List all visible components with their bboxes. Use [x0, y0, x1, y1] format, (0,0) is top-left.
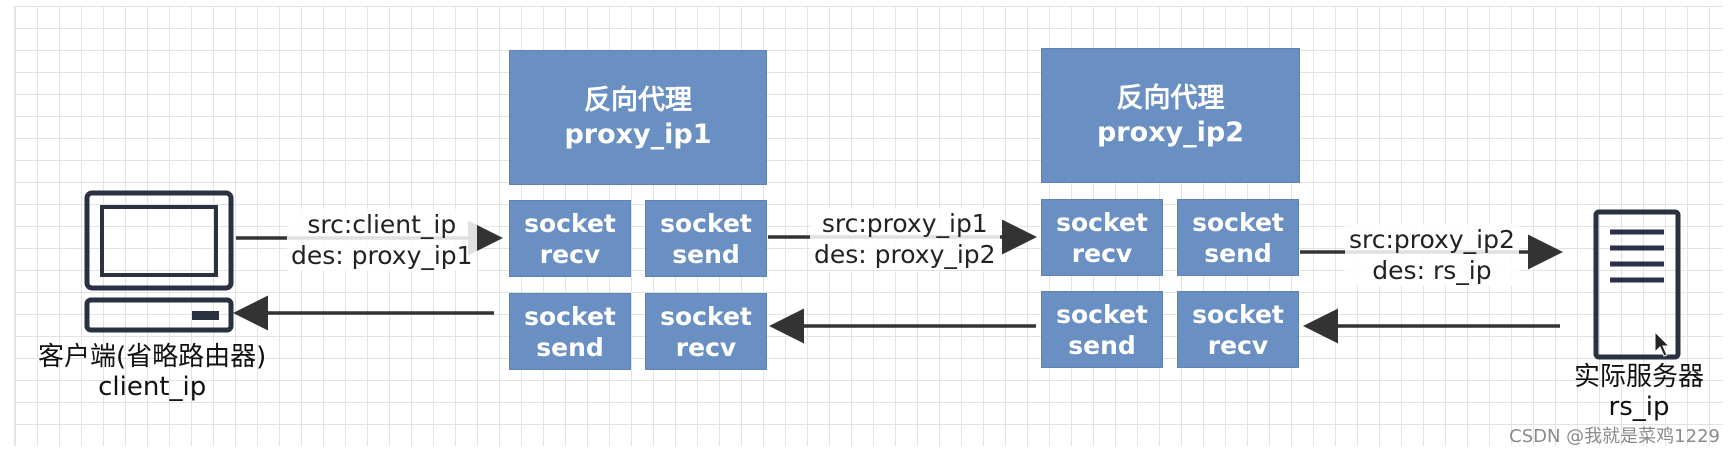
proxy2-socket-recv-in: socket recv: [1041, 199, 1163, 276]
client-name: 客户端(省略路由器): [38, 342, 267, 372]
socket-op-label: recv: [539, 239, 601, 269]
socket-op-label: recv: [1071, 238, 1133, 268]
socket-label: socket: [524, 301, 616, 331]
proxy2-socket-send-back: socket send: [1041, 291, 1163, 368]
edge-des-label: des: proxy_ip2: [814, 240, 996, 269]
watermark: CSDN @我就是菜鸡1229: [1509, 426, 1720, 447]
proxy1-socket-recv-in: socket recv: [509, 200, 631, 277]
proxy1-socket-send-back: socket send: [509, 293, 631, 370]
socket-label: socket: [1192, 299, 1284, 329]
edge-label-proxy2-server: src:proxy_ip2 des: rs_ip: [1345, 224, 1519, 286]
proxy2-title: 反向代理: [1116, 82, 1225, 114]
proxy2-socket-send-out: socket send: [1177, 199, 1299, 276]
socket-op-label: send: [1204, 238, 1272, 268]
server-name: 实际服务器: [1574, 362, 1705, 392]
edge-src-label: src:proxy_ip1: [821, 209, 988, 238]
proxy1-header: 反向代理 proxy_ip1: [509, 50, 767, 185]
edge-des-label: des: proxy_ip1: [291, 241, 473, 270]
edge-label-client-proxy1: src:client_ip des: proxy_ip1: [287, 209, 477, 271]
proxy1-socket-recv-back: socket recv: [645, 293, 767, 370]
edge-label-proxy1-proxy2: src:proxy_ip1 des: proxy_ip2: [810, 208, 1000, 270]
proxy2-ip: proxy_ip2: [1096, 116, 1245, 148]
server-ip: rs_ip: [1608, 392, 1670, 422]
socket-label: socket: [660, 301, 752, 331]
server-icon: [1593, 209, 1681, 360]
proxy1-socket-send-out: socket send: [645, 200, 767, 277]
server-label: 实际服务器 rs_ip: [1574, 362, 1704, 422]
socket-label: socket: [1192, 207, 1284, 237]
proxy2-socket-recv-back: socket recv: [1177, 291, 1299, 368]
client-computer-icon: [84, 190, 234, 333]
proxy2-header: 反向代理 proxy_ip2: [1041, 48, 1300, 183]
cursor-icon: [1654, 330, 1671, 357]
client-label: 客户端(省略路由器) client_ip: [38, 342, 266, 402]
socket-op-label: send: [536, 332, 604, 362]
edge-src-label: src:client_ip: [307, 210, 457, 239]
proxy1-title: 反向代理: [584, 84, 692, 116]
socket-op-label: recv: [675, 332, 737, 362]
socket-label: socket: [660, 208, 752, 238]
socket-op-label: recv: [1207, 330, 1269, 360]
proxy1-ip: proxy_ip1: [564, 118, 712, 150]
socket-label: socket: [1056, 299, 1148, 329]
socket-op-label: send: [1068, 330, 1136, 360]
socket-op-label: send: [672, 239, 740, 269]
socket-label: socket: [524, 208, 616, 238]
client-ip: client_ip: [98, 372, 207, 402]
edge-des-label: des: rs_ip: [1372, 256, 1492, 285]
socket-label: socket: [1056, 207, 1148, 237]
edge-src-label: src:proxy_ip2: [1349, 225, 1515, 254]
